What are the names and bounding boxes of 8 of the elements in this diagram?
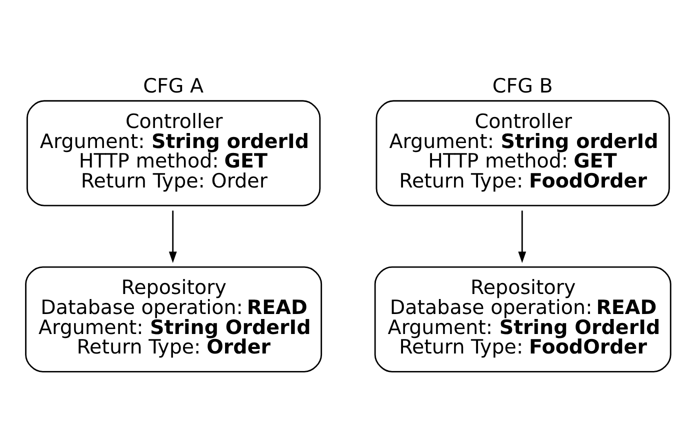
node-label: CFG B (492, 74, 553, 98)
node-box: Controller Argument: String orderId HTTP method: GET Return Type: Order (26, 100, 321, 206)
arrow (518, 210, 526, 262)
node-box: Controller Argument: String orderId HTTP method: GET Return Type: FoodOrder (376, 100, 670, 206)
node-box: Repository Database operation: READ Argument: String OrderId Return Type: FoodOrder (374, 266, 672, 372)
arrow (168, 210, 177, 262)
node-label: CFG A (143, 74, 204, 98)
node-box: Repository Database operation: READ Argument: String OrderId Return Type: Order (25, 266, 322, 372)
